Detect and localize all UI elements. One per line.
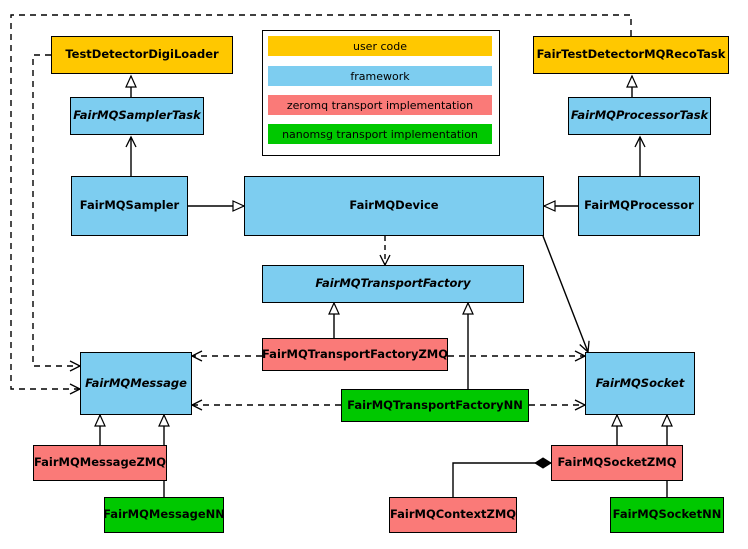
class-node-fairmqsocketzmq[interactable]: FairMQSocketZMQ (551, 445, 683, 481)
class-node-fairtestdetectormqrecotask[interactable]: FairTestDetectorMQRecoTask (533, 36, 729, 74)
class-node-testdetectordigiloader[interactable]: TestDetectorDigiLoader (51, 36, 233, 74)
class-node-fairmqsocketnn[interactable]: FairMQSocketNN (610, 497, 724, 533)
class-label: FairMQSocket (595, 375, 685, 390)
class-label: FairMQDevice (349, 198, 439, 213)
class-label: FairMQMessageNN (103, 507, 225, 522)
class-label: FairMQSocketNN (612, 507, 722, 522)
class-node-fairmqprocessor[interactable]: FairMQProcessor (578, 176, 700, 236)
class-label: FairMQMessage (85, 375, 187, 390)
edge-device-socket (542, 235, 590, 354)
edge-contextzmq-socketzmq (452, 457, 552, 497)
legend-label-nanomsg: nanomsg transport implementation (282, 127, 478, 141)
class-node-fairmqsampler[interactable]: FairMQSampler (71, 176, 188, 236)
class-label: FairMQTransportFactoryZMQ (262, 346, 449, 361)
class-label: FairMQSocketZMQ (557, 455, 677, 470)
class-node-fairmqmessagenn[interactable]: FairMQMessageNN (103, 497, 225, 533)
legend-item-framework: framework (268, 66, 492, 86)
class-node-fairmqtransportfactory[interactable]: FairMQTransportFactory (262, 265, 524, 303)
class-node-fairmqmessage[interactable]: FairMQMessage (80, 352, 192, 415)
legend-label-framework: framework (350, 69, 410, 83)
class-label: FairMQProcessorTask (570, 108, 709, 123)
class-node-fairmqprocessortask[interactable]: FairMQProcessorTask (568, 97, 711, 135)
legend-label-user-code: user code (352, 39, 408, 53)
class-label: FairMQTransportFactoryNN (347, 397, 523, 412)
class-node-fairmqsocket[interactable]: FairMQSocket (585, 352, 695, 415)
class-label: FairMQTransportFactory (315, 276, 471, 291)
class-label: FairMQSamplerTask (73, 108, 201, 123)
legend-item-zeromq: zeromq transport implementation (268, 95, 492, 115)
class-label: FairMQSampler (79, 198, 180, 213)
class-node-fairmqcontextzmq[interactable]: FairMQContextZMQ (389, 497, 517, 533)
class-label: TestDetectorDigiLoader (65, 47, 219, 62)
class-node-fairmqmessagezmq[interactable]: FairMQMessageZMQ (33, 445, 167, 481)
legend-item-user-code: user code (268, 36, 492, 56)
class-label: FairMQProcessor (584, 198, 694, 213)
class-label: FairMQMessageZMQ (33, 455, 167, 470)
class-node-fairmqsamplertask[interactable]: FairMQSamplerTask (70, 97, 204, 135)
class-node-fairmqdevice[interactable]: FairMQDevice (244, 176, 544, 236)
legend-label-zeromq: zeromq transport implementation (286, 98, 474, 112)
class-label: FairMQContextZMQ (389, 507, 517, 522)
class-label: FairTestDetectorMQRecoTask (536, 47, 726, 62)
class-node-fairmqtransportfactoryzmq[interactable]: FairMQTransportFactoryZMQ (262, 338, 448, 371)
legend-item-nanomsg: nanomsg transport implementation (268, 124, 492, 144)
class-node-fairmqtransportfactorynn[interactable]: FairMQTransportFactoryNN (341, 389, 529, 422)
